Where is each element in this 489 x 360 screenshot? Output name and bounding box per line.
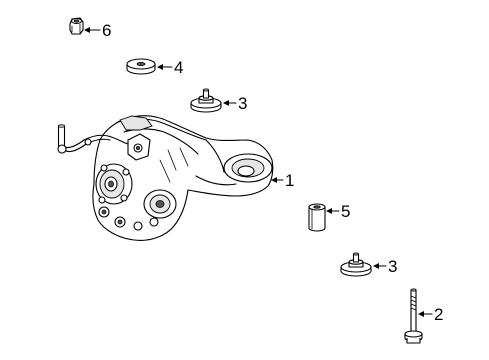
- callout-3-upper-leader: [223, 100, 237, 106]
- callout-4-leader: [157, 64, 173, 70]
- callout-1-label: 1: [285, 171, 294, 190]
- callout-6-label: 6: [102, 21, 111, 40]
- bolt-part-2: [404, 288, 423, 344]
- washer-part-4: [126, 58, 156, 75]
- callout-2-leader: [418, 311, 433, 317]
- nut-part-6: [69, 17, 84, 35]
- callout-5-label: 5: [341, 202, 350, 221]
- callout-3-lower-label: 3: [388, 257, 397, 276]
- callout-6-leader: [84, 27, 101, 33]
- bushing-part-5: [308, 203, 326, 232]
- isolator-part-3-upper: [190, 88, 222, 113]
- differential-housing-part-1: [57, 115, 274, 241]
- callout-3-upper-label: 3: [238, 94, 247, 113]
- callout-3-lower-leader: [373, 263, 387, 269]
- callout-5-leader: [326, 208, 340, 214]
- callout-1-leader: [271, 177, 284, 183]
- callout-2-label: 2: [434, 305, 443, 324]
- isolator-part-3-lower: [340, 252, 372, 277]
- callout-4-label: 4: [174, 58, 183, 77]
